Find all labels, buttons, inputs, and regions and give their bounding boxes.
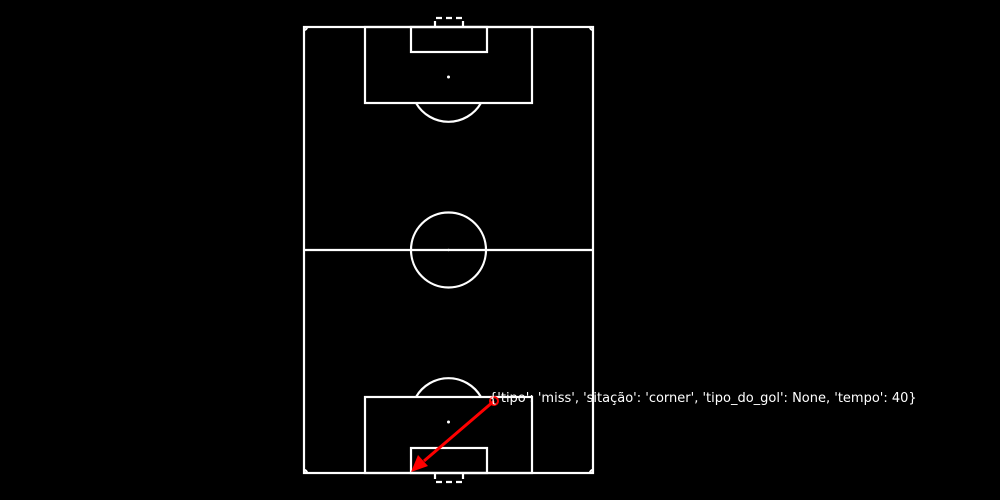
shot-annotation: {'tipo': 'miss', 'sitação': 'corner', 't…: [489, 391, 917, 406]
corner-arc-top-right: [588, 26, 594, 32]
shot-origin-marker: [489, 396, 499, 406]
bottom-goal-area: [409, 446, 489, 475]
bottom-penalty-area: [363, 395, 534, 475]
corner-arc-top-left: [303, 26, 309, 32]
corner-arc-bottom-left: [303, 468, 309, 474]
top-penalty-area: [363, 25, 534, 105]
top-goal: [433, 16, 465, 27]
bottom-penalty-spot: [447, 420, 450, 424]
corner-arc-bottom-right: [588, 468, 594, 474]
bottom-goal: [433, 473, 465, 484]
shot-arrow-head: [411, 455, 428, 472]
center-circle: [409, 211, 488, 289]
top-penalty-spot: [447, 75, 450, 79]
bottom-penalty-arc: [415, 377, 482, 398]
top-goal-area: [409, 25, 489, 54]
shot-trajectory-line: [423, 399, 495, 463]
center-spot: [447, 248, 450, 252]
top-penalty-arc: [415, 102, 482, 123]
